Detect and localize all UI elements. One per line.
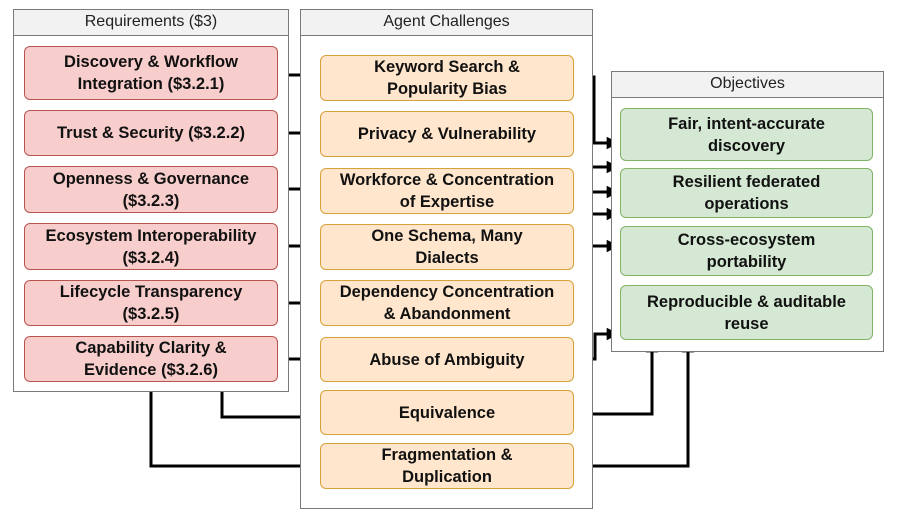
challenge-label: Equivalence [398,403,496,422]
objective-label: Resilient federated operations [672,173,821,213]
objective-label: Cross-ecosystem portability [677,231,816,271]
arrow-capability-to-equivalence [220,381,320,424]
challenge-label: Workforce & Concentration of Expertise [339,171,555,211]
challenge-keyword-search: Keyword Search & Popularity Bias [320,55,574,101]
challenge-privacy-vulnerability: Privacy & Vulnerability [320,111,574,157]
requirement-label: Openness & Governance ($3.2.3) [52,169,250,210]
requirement-discovery-workflow: Discovery & Workflow Integration ($3.2.1… [24,46,278,100]
challenge-dependency-concentration: Dependency Concentration & Abandonment [320,280,574,326]
challenge-label: Privacy & Vulnerability [357,125,537,143]
challenge-fragmentation: Fragmentation & Duplication [320,443,574,489]
objective-fair-discovery: Fair, intent-accurate discovery [620,108,873,161]
challenge-one-schema: One Schema, Many Dialects [320,224,574,270]
arrow-equivalence-to-reproducible [574,339,659,416]
objective-label: Fair, intent-accurate discovery [668,114,825,155]
requirement-capability-clarity: Capability Clarity & Evidence ($3.2.6) [24,336,278,382]
objective-label: Reproducible & auditable reuse [647,292,846,333]
requirement-label: Lifecycle Transparency ($3.2.5) [59,283,243,323]
requirements-panel-title: Requirements ($3) [14,10,288,36]
objective-reproducible-reuse: Reproducible & auditable reuse [620,285,873,340]
requirement-label: Trust & Security ($3.2.2) [57,124,245,142]
objective-cross-ecosystem-portability: Cross-ecosystem portability [620,226,873,276]
requirement-label: Capability Clarity & Evidence ($3.2.6) [75,339,227,379]
challenges-panel-title: Agent Challenges [301,10,592,36]
challenge-label: One Schema, Many Dialects [371,227,523,267]
requirement-ecosystem-interoperability: Ecosystem Interoperability ($3.2.4) [24,223,278,270]
requirement-label: Discovery & Workflow Integration ($3.2.1… [64,53,238,93]
challenge-equivalence: Equivalence [320,390,574,435]
arrow-requirements-to-fragmentation [149,391,320,473]
challenge-label: Keyword Search & Popularity Bias [374,58,520,98]
requirement-label: Ecosystem Interoperability ($3.2.4) [45,226,257,267]
challenge-abuse-of-ambiguity: Abuse of Ambiguity [320,337,574,382]
objectives-panel-title: Objectives [612,72,883,98]
challenge-label: Dependency Concentration & Abandonment [339,283,555,323]
arrow-fragmentation-to-reproducible [574,339,695,468]
requirement-trust-security: Trust & Security ($3.2.2) [24,110,278,156]
challenge-workforce-concentration: Workforce & Concentration of Expertise [320,168,574,214]
challenge-label: Fragmentation & Duplication [381,446,513,486]
requirement-lifecycle-transparency: Lifecycle Transparency ($3.2.5) [24,280,278,326]
objective-resilient-operations: Resilient federated operations [620,168,873,218]
challenge-label: Abuse of Ambiguity [369,350,525,369]
requirement-openness-governance: Openness & Governance ($3.2.3) [24,166,278,213]
